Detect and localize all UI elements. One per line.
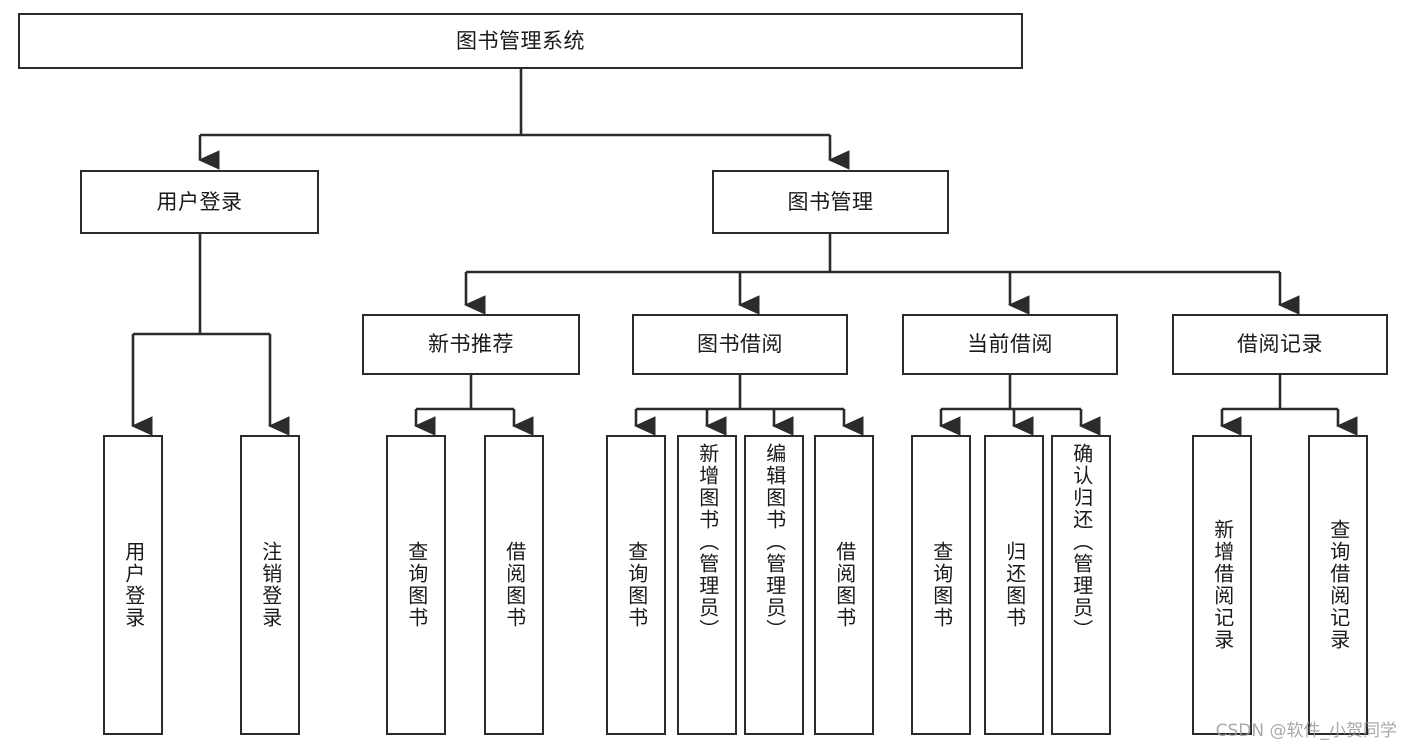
node-leaf-return-book-label: 归还图书 [1002,541,1027,629]
node-borrow-record-label: 借阅记录 [1237,332,1323,357]
node-leaf-user-login[interactable]: 用户登录 [103,435,163,735]
node-book-borrow-label: 图书借阅 [697,332,783,357]
node-current-borrow-label: 当前借阅 [967,332,1053,357]
node-leaf-borrow-book-rec[interactable]: 借阅图书 [484,435,544,735]
node-leaf-edit-book-admin[interactable]: 编辑图书（管理员） [744,435,804,735]
node-user-login-label: 用户登录 [156,189,243,214]
node-leaf-logout-login-label: 注销登录 [258,541,283,629]
node-leaf-query-borrow-record[interactable]: 查询借阅记录 [1308,435,1368,735]
node-root-label: 图书管理系统 [456,28,585,53]
node-user-login[interactable]: 用户登录 [80,170,319,234]
node-leaf-query-borrow-record-label: 查询借阅记录 [1326,519,1351,651]
node-leaf-query-book-rec[interactable]: 查询图书 [386,435,446,735]
node-leaf-query-book-current-label: 查询图书 [929,541,954,629]
node-leaf-borrow-book-label: 借阅图书 [832,541,857,629]
node-leaf-borrow-book[interactable]: 借阅图书 [814,435,874,735]
watermark-text: CSDN @软件_小贺同学 [1215,721,1397,741]
node-leaf-confirm-return-admin-label: 确认归还（管理员） [1069,443,1094,641]
node-book-manage[interactable]: 图书管理 [712,170,949,234]
node-leaf-edit-book-admin-label: 编辑图书（管理员） [762,443,787,641]
node-borrow-record[interactable]: 借阅记录 [1172,314,1388,375]
node-root[interactable]: 图书管理系统 [18,13,1023,69]
node-leaf-query-book-current[interactable]: 查询图书 [911,435,971,735]
node-leaf-query-book-borrow-label: 查询图书 [624,541,649,629]
node-leaf-add-borrow-record[interactable]: 新增借阅记录 [1192,435,1252,735]
node-new-book-recommend[interactable]: 新书推荐 [362,314,580,375]
node-leaf-query-book-rec-label: 查询图书 [404,541,429,629]
node-leaf-add-borrow-record-label: 新增借阅记录 [1210,519,1235,651]
node-leaf-borrow-book-rec-label: 借阅图书 [502,541,527,629]
node-leaf-query-book-borrow[interactable]: 查询图书 [606,435,666,735]
node-leaf-add-book-admin[interactable]: 新增图书（管理员） [677,435,737,735]
node-new-book-recommend-label: 新书推荐 [428,332,514,357]
node-leaf-confirm-return-admin[interactable]: 确认归还（管理员） [1051,435,1111,735]
node-leaf-return-book[interactable]: 归还图书 [984,435,1044,735]
node-book-borrow[interactable]: 图书借阅 [632,314,848,375]
node-book-manage-label: 图书管理 [787,189,874,214]
node-current-borrow[interactable]: 当前借阅 [902,314,1118,375]
node-leaf-logout-login[interactable]: 注销登录 [240,435,300,735]
node-leaf-add-book-admin-label: 新增图书（管理员） [695,443,720,641]
node-leaf-user-login-label: 用户登录 [121,541,146,629]
